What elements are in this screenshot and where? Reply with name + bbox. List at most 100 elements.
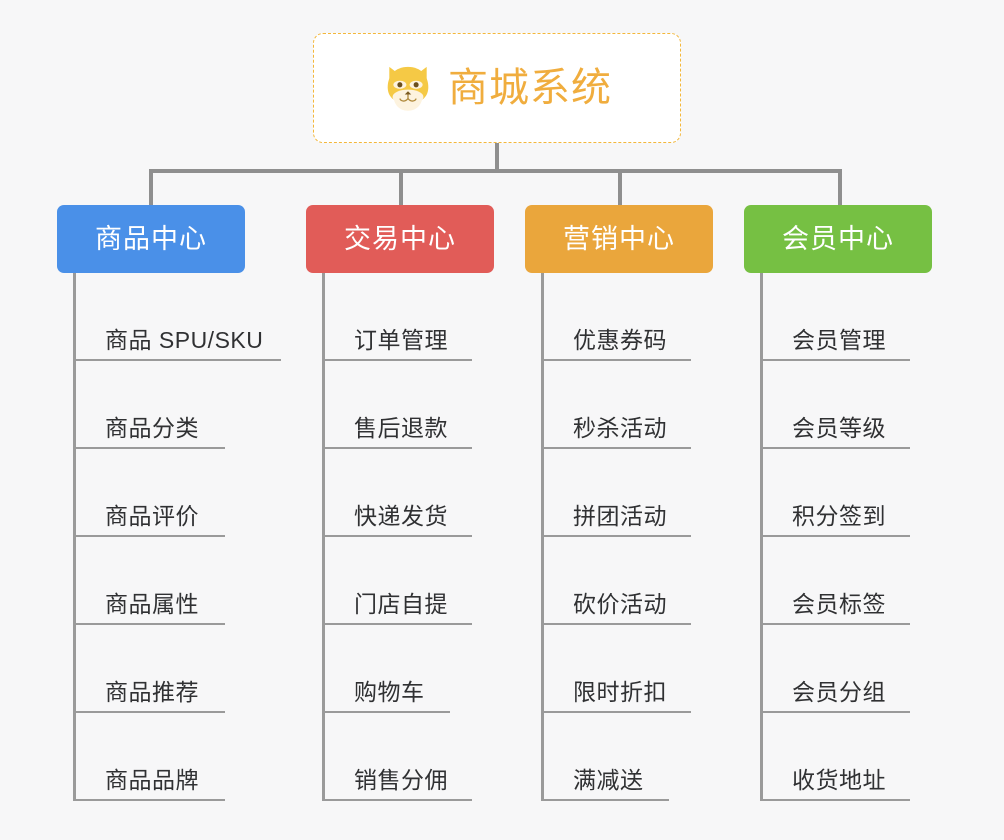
leaf-underline (73, 359, 281, 361)
category-header-label: 营销中心 (563, 223, 675, 254)
leaf-item-label: 限时折扣 (573, 679, 667, 705)
leaf-item-label: 会员等级 (792, 415, 886, 441)
connector-horizontal-bus (150, 169, 842, 173)
leaf-underline (73, 447, 225, 449)
leaf-item[interactable]: 限时折扣 (525, 625, 713, 713)
leaf-underline (322, 623, 472, 625)
leaf-trunk-line (73, 273, 76, 801)
leaf-list-member: 会员管理 会员等级 积分签到 会员标签 会员分组 收货地址 (744, 273, 932, 801)
leaf-item-label: 商品分类 (105, 415, 199, 441)
leaf-item[interactable]: 商品 SPU/SKU (57, 273, 281, 361)
leaf-item[interactable]: 收货地址 (744, 713, 932, 801)
leaf-trunk-line (541, 273, 544, 801)
connector-root-stem (495, 143, 499, 171)
category-column-product: 商品中心 商品 SPU/SKU 商品分类 商品评价 商品属性 商品推荐 (57, 205, 281, 801)
leaf-underline (541, 799, 669, 801)
leaf-item[interactable]: 拼团活动 (525, 449, 713, 537)
leaf-underline (541, 359, 691, 361)
leaf-item[interactable]: 会员标签 (744, 537, 932, 625)
leaf-item-label: 快递发货 (354, 503, 448, 529)
leaf-item[interactable]: 订单管理 (306, 273, 494, 361)
leaf-list-marketing: 优惠券码 秒杀活动 拼团活动 砍价活动 限时折扣 满减送 (525, 273, 713, 801)
leaf-underline (541, 535, 691, 537)
leaf-underline (760, 359, 910, 361)
connector-drop-1 (149, 169, 153, 207)
leaf-item-label: 收货地址 (792, 767, 886, 793)
leaf-underline (322, 535, 472, 537)
leaf-item[interactable]: 积分签到 (744, 449, 932, 537)
category-header-label: 交易中心 (344, 223, 456, 254)
leaf-item-label: 秒杀活动 (573, 415, 667, 441)
leaf-item-label: 售后退款 (354, 415, 448, 441)
leaf-item-label: 会员标签 (792, 591, 886, 617)
leaf-list-product: 商品 SPU/SKU 商品分类 商品评价 商品属性 商品推荐 商品品牌 (57, 273, 281, 801)
leaf-underline (760, 711, 910, 713)
leaf-underline (322, 447, 472, 449)
leaf-item-label: 满减送 (573, 767, 644, 793)
leaf-item[interactable]: 快递发货 (306, 449, 494, 537)
leaf-item[interactable]: 销售分佣 (306, 713, 494, 801)
leaf-item-label: 优惠券码 (573, 327, 667, 353)
category-header-label: 商品中心 (95, 223, 207, 254)
leaf-underline (322, 359, 472, 361)
leaf-item[interactable]: 商品分类 (57, 361, 245, 449)
leaf-underline (760, 535, 910, 537)
leaf-item[interactable]: 商品属性 (57, 537, 245, 625)
leaf-item[interactable]: 商品推荐 (57, 625, 245, 713)
leaf-underline (73, 623, 225, 625)
leaf-item[interactable]: 会员等级 (744, 361, 932, 449)
leaf-underline (322, 711, 450, 713)
leaf-item-label: 商品 SPU/SKU (105, 327, 264, 353)
leaf-item-label: 门店自提 (354, 591, 448, 617)
category-header-trade[interactable]: 交易中心 (306, 205, 494, 273)
leaf-item[interactable]: 售后退款 (306, 361, 494, 449)
leaf-trunk-line (760, 273, 763, 801)
leaf-item[interactable]: 会员分组 (744, 625, 932, 713)
leaf-underline (73, 711, 225, 713)
connector-drop-3 (618, 169, 622, 207)
category-header-label: 会员中心 (782, 223, 894, 254)
leaf-item[interactable]: 会员管理 (744, 273, 932, 361)
leaf-underline (760, 623, 910, 625)
leaf-item[interactable]: 满减送 (525, 713, 713, 801)
category-column-trade: 交易中心 订单管理 售后退款 快递发货 门店自提 购物车 (306, 205, 494, 801)
root-node[interactable]: 商城系统 (313, 33, 681, 143)
leaf-item-label: 积分签到 (792, 503, 886, 529)
leaf-item[interactable]: 购物车 (306, 625, 494, 713)
leaf-item[interactable]: 商品品牌 (57, 713, 245, 801)
leaf-list-trade: 订单管理 售后退款 快递发货 门店自提 购物车 销售分佣 (306, 273, 494, 801)
leaf-item-label: 商品属性 (105, 591, 199, 617)
leaf-item[interactable]: 商品评价 (57, 449, 245, 537)
category-header-marketing[interactable]: 营销中心 (525, 205, 713, 273)
root-title: 商城系统 (448, 66, 612, 110)
category-header-member[interactable]: 会员中心 (744, 205, 932, 273)
connector-drop-4 (838, 169, 842, 207)
leaf-item-label: 会员分组 (792, 679, 886, 705)
connector-drop-2 (399, 169, 403, 207)
leaf-item[interactable]: 秒杀活动 (525, 361, 713, 449)
leaf-item-label: 商品评价 (105, 503, 199, 529)
leaf-item-label: 销售分佣 (354, 767, 448, 793)
leaf-underline (73, 799, 225, 801)
leaf-item[interactable]: 砍价活动 (525, 537, 713, 625)
leaf-item-label: 会员管理 (792, 327, 886, 353)
leaf-item[interactable]: 门店自提 (306, 537, 494, 625)
leaf-item-label: 砍价活动 (573, 591, 667, 617)
leaf-underline (760, 799, 910, 801)
leaf-item-label: 拼团活动 (573, 503, 667, 529)
category-header-product[interactable]: 商品中心 (57, 205, 245, 273)
leaf-item-label: 商品推荐 (105, 679, 199, 705)
leaf-underline (541, 623, 691, 625)
shiba-dog-face-icon (387, 66, 429, 111)
leaf-item[interactable]: 优惠券码 (525, 273, 713, 361)
leaf-underline (73, 535, 225, 537)
leaf-underline (541, 711, 691, 713)
category-column-marketing: 营销中心 优惠券码 秒杀活动 拼团活动 砍价活动 限时折扣 (525, 205, 713, 801)
category-column-member: 会员中心 会员管理 会员等级 积分签到 会员标签 会员分组 (744, 205, 932, 801)
leaf-underline (322, 799, 472, 801)
leaf-item-label: 购物车 (354, 679, 425, 705)
leaf-item-label: 商品品牌 (105, 767, 199, 793)
leaf-underline (541, 447, 691, 449)
leaf-underline (760, 447, 910, 449)
